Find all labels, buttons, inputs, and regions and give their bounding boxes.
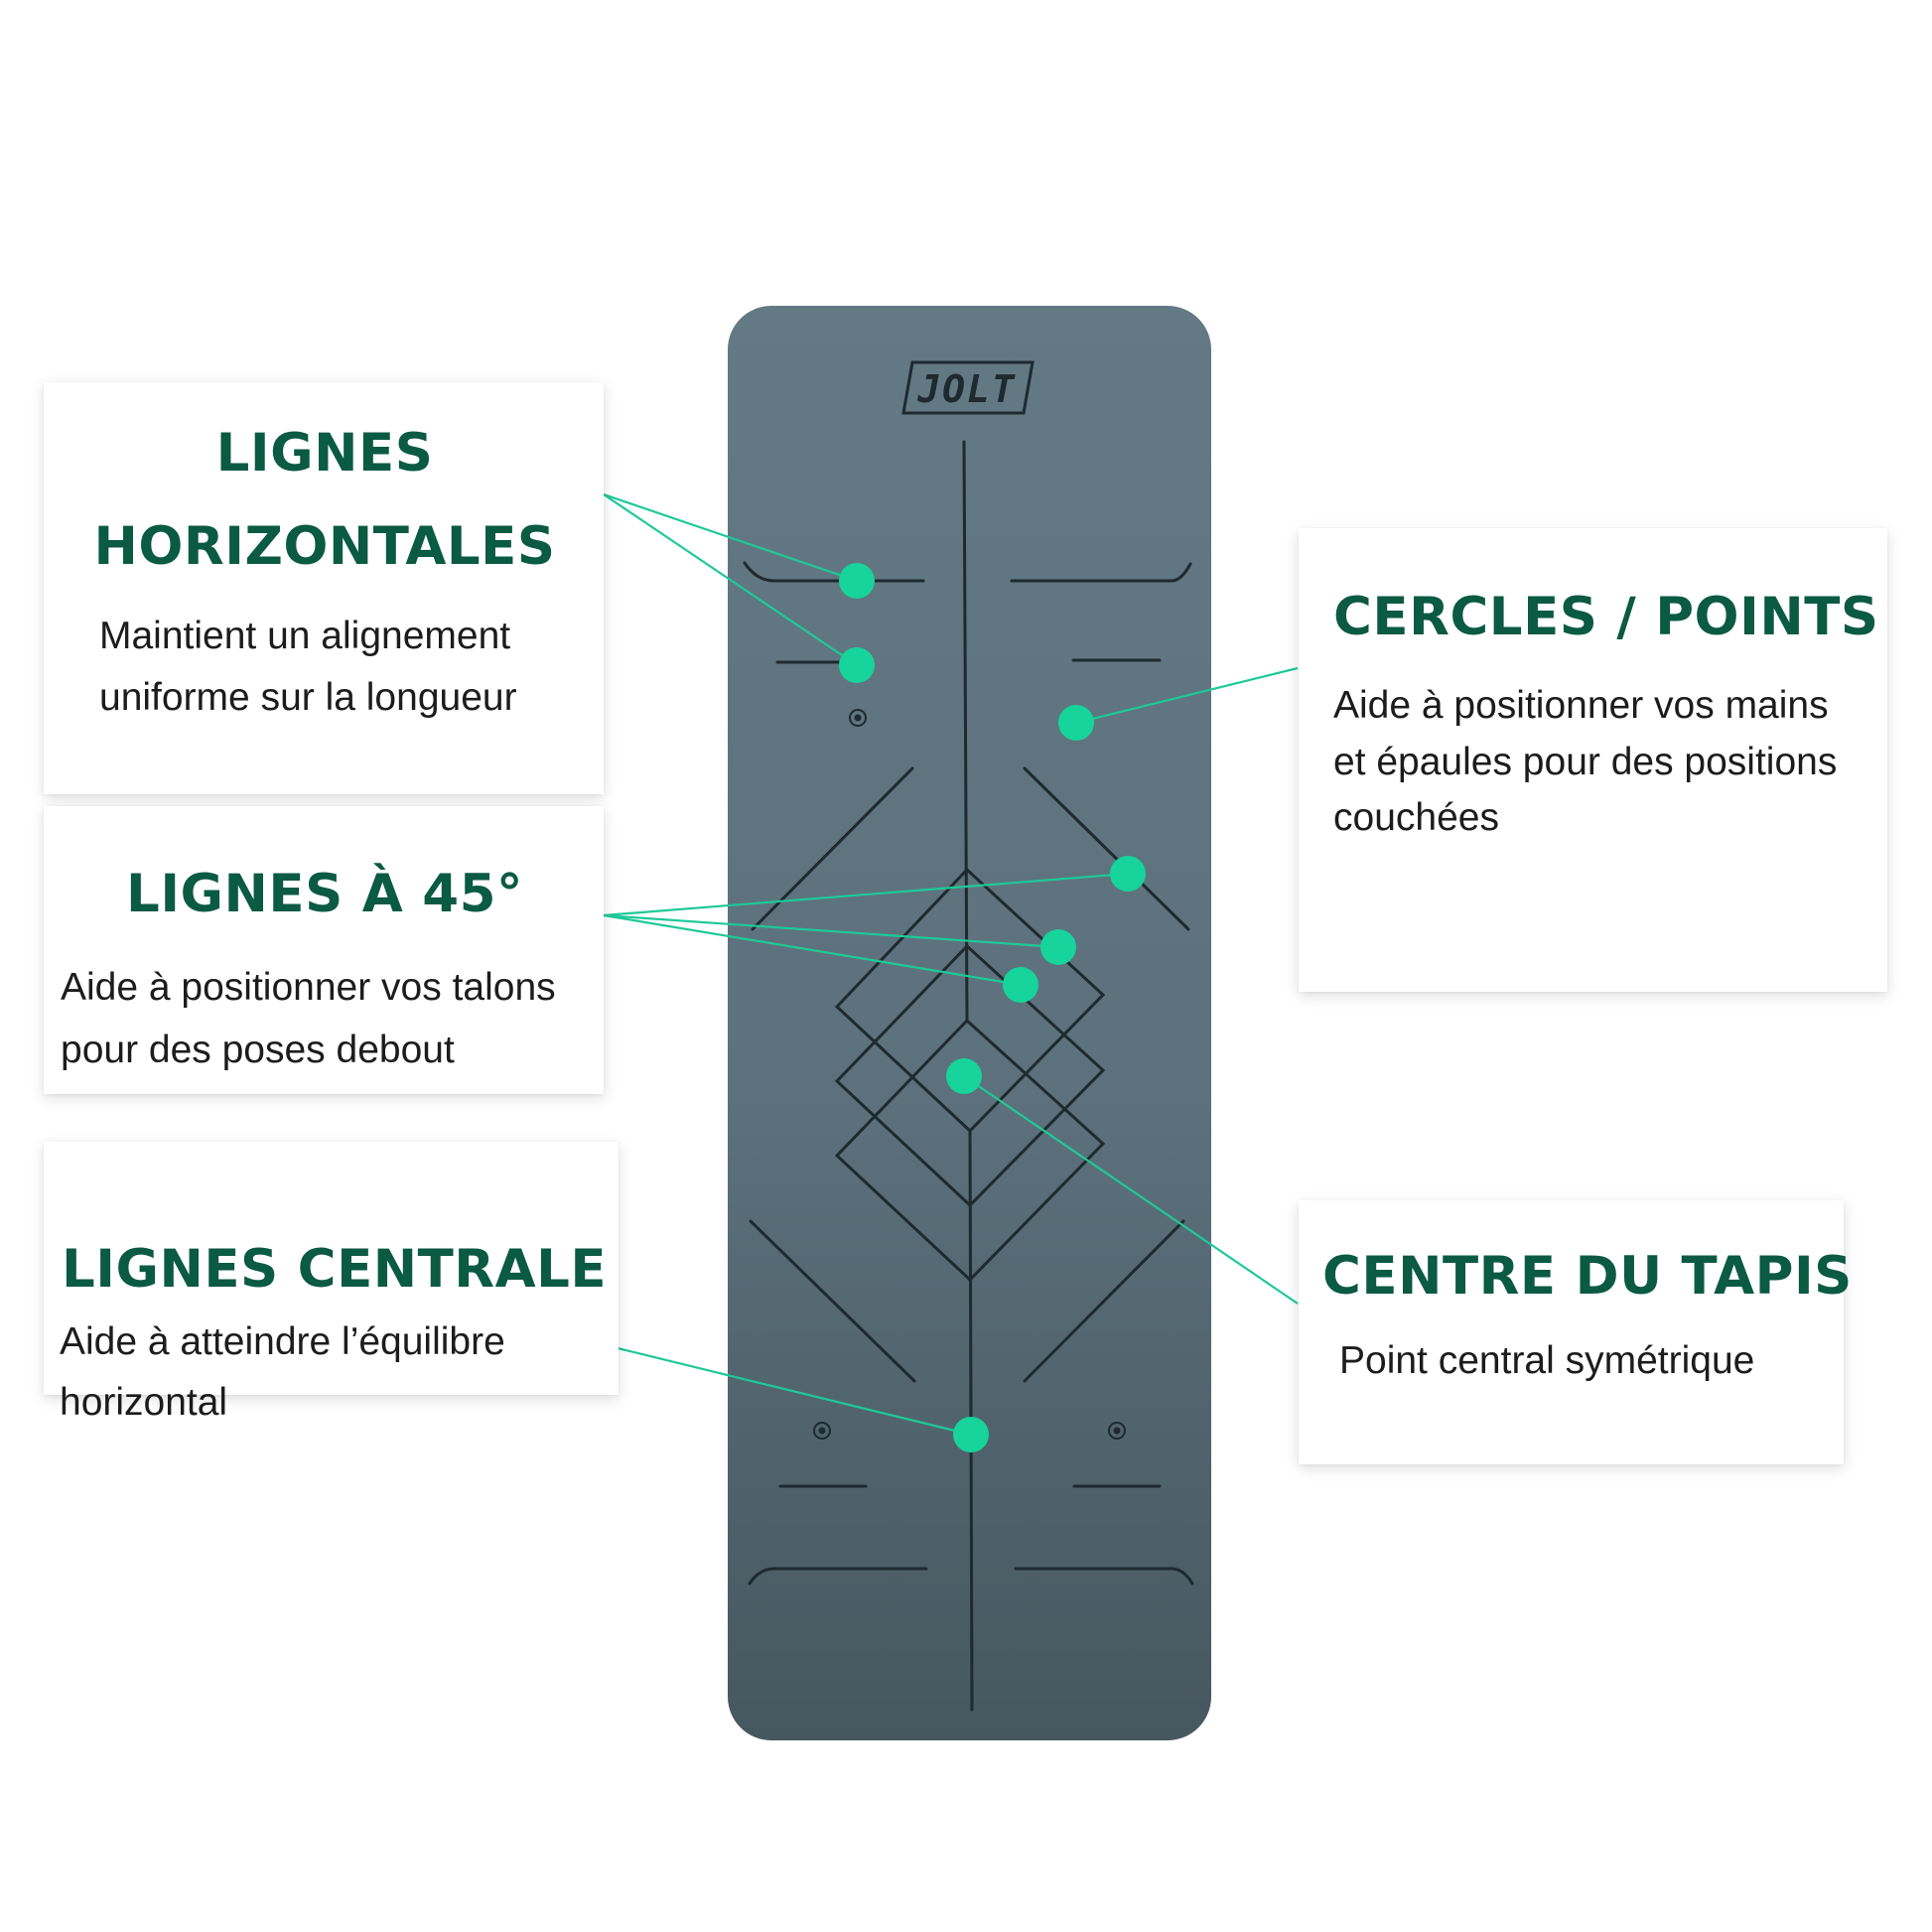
top-left-long-line	[743, 561, 925, 583]
bottom-right-long-line	[1014, 1567, 1194, 1586]
center-line-top	[962, 440, 969, 1023]
callout-description: pour des poses debout	[61, 1029, 455, 1071]
leader-line-circles	[1075, 666, 1299, 725]
callout-description: Point central symétrique	[1339, 1339, 1755, 1382]
callout-title: CENTRE DU TAPIS	[1322, 1246, 1853, 1307]
dot-marker-icon	[839, 647, 875, 683]
lower-left-diagonal	[749, 1219, 916, 1383]
leader-line-45-1	[603, 872, 1129, 917]
circle-markers	[813, 709, 1126, 1440]
callout-horizontal-lines: LIGNES HORIZONTALES Maintient un alignem…	[44, 382, 604, 794]
callout-description: Aide à positionner vos mains	[1333, 684, 1829, 727]
jolt-logo-text: JOLT	[916, 367, 1017, 411]
leader-line-center-line	[617, 1346, 972, 1437]
callout-title: LIGNES À 45°	[126, 864, 523, 924]
dot-marker-icon	[1058, 705, 1094, 741]
callout-description: et épaules pour des positions	[1333, 741, 1838, 783]
callout-circles-points: CERCLES / POINTS Aide à positionner vos …	[1299, 528, 1887, 992]
callout-title: CERCLES / POINTS	[1333, 587, 1879, 647]
leader-line-45-2	[603, 913, 1059, 949]
lower-right-diagonal	[1023, 1219, 1185, 1383]
circle-marker-icon	[1108, 1422, 1126, 1440]
callout-title: LIGNES	[215, 423, 434, 483]
leader-line-horizontal-2	[603, 493, 858, 666]
callout-title: HORIZONTALES	[93, 516, 556, 577]
callout-center-line: LIGNES CENTRALE Aide à atteindre l’équil…	[44, 1142, 619, 1422]
top-right-long-line	[1010, 562, 1192, 583]
callout-description: couchées	[1333, 796, 1499, 839]
dot-marker-icon	[946, 1058, 982, 1094]
dot-marker-icon	[953, 1417, 989, 1452]
callout-description: Aide à atteindre l’équilibre	[60, 1320, 505, 1363]
circle-marker-icon	[813, 1422, 831, 1440]
callout-mat-center: CENTRE DU TAPIS Point central symétrique	[1299, 1200, 1852, 1464]
upper-right-diagonal	[1023, 766, 1190, 931]
dot-marker-icon	[1110, 856, 1146, 892]
leader-line-horizontal-1	[603, 492, 858, 583]
diamond-3	[834, 1018, 1106, 1283]
callout-description: Maintient un alignement	[99, 615, 511, 657]
callout-description: Aide à positionner vos talons	[61, 966, 556, 1009]
bottom-left-long-line	[748, 1567, 928, 1586]
callout-description: uniforme sur la longueur	[99, 676, 517, 719]
leader-line-45-3	[603, 913, 1022, 987]
leader-lines	[603, 492, 1299, 1437]
jolt-logo: JOLT	[901, 360, 1035, 415]
callout-45-degree-lines: LIGNES À 45° Aide à positionner vos talo…	[44, 806, 604, 1094]
diamond-2	[834, 943, 1106, 1208]
accent-dots	[839, 563, 1146, 1452]
callout-title: LIGNES CENTRALE	[62, 1239, 608, 1300]
dot-marker-icon	[1040, 929, 1076, 965]
leader-line-mat-center	[963, 1075, 1299, 1305]
dot-marker-icon	[839, 563, 875, 599]
callout-description: horizontal	[60, 1381, 228, 1424]
circle-marker-icon	[849, 709, 867, 727]
dot-marker-icon	[1003, 967, 1038, 1003]
